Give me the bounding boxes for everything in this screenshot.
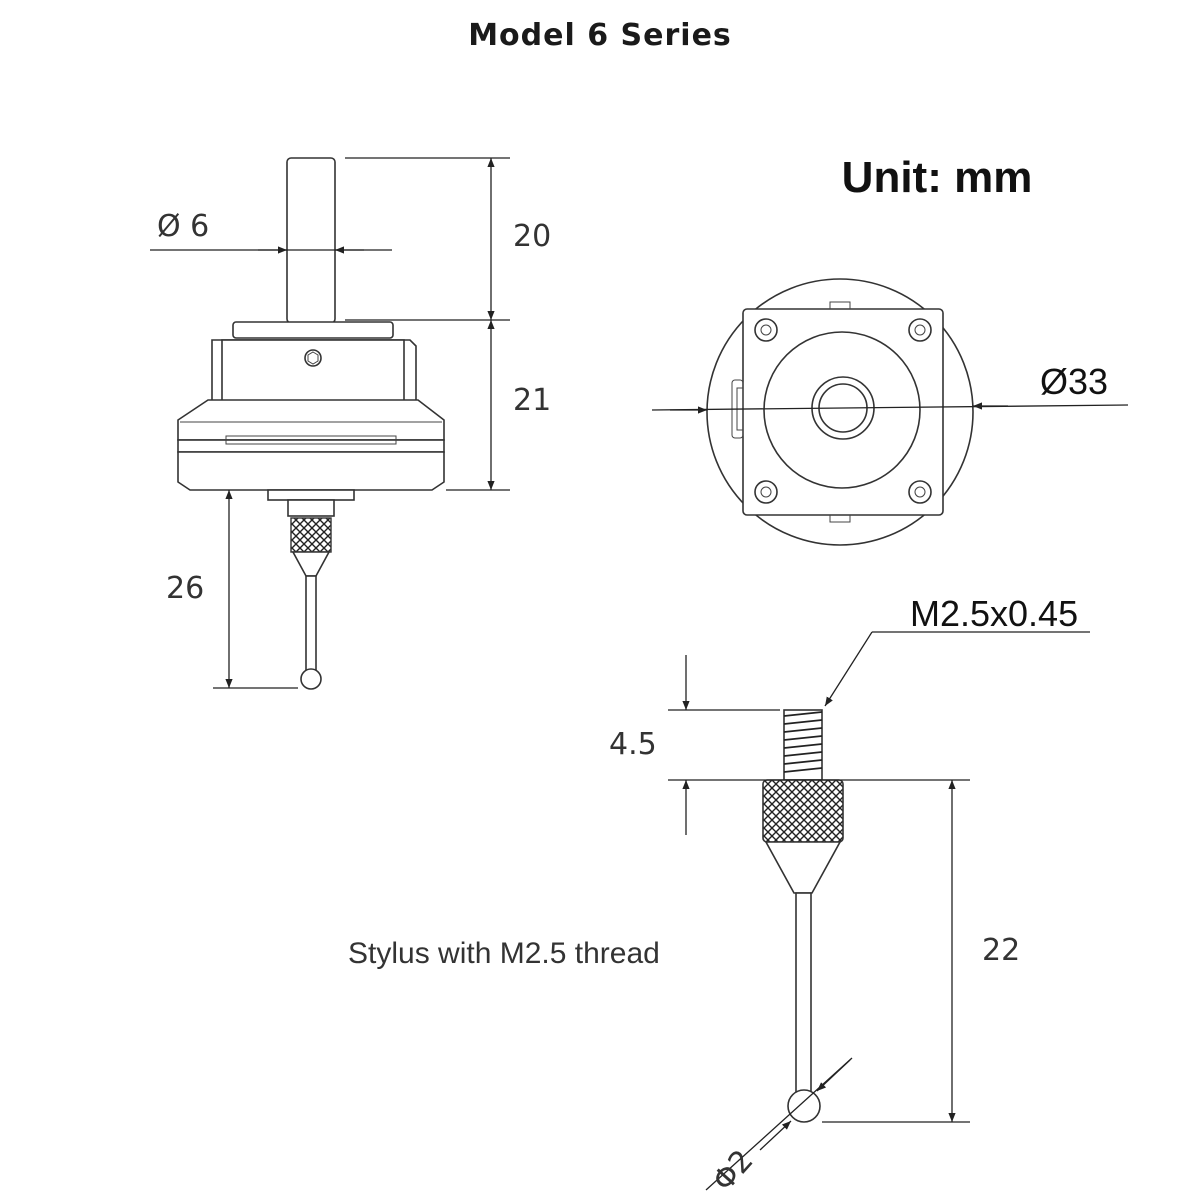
dim-thread-spec: M2.5x0.45	[910, 593, 1078, 634]
dim-body-diameter: Ø33	[1040, 361, 1108, 402]
body-flare	[177, 399, 445, 441]
shank	[286, 157, 336, 324]
stylus-detail-ball	[787, 1089, 821, 1123]
dim-thread-length: 4.5	[609, 727, 657, 762]
dim-body-height: 21	[513, 383, 551, 418]
stylus-ball	[300, 668, 322, 690]
stylus-mount	[267, 489, 355, 501]
stylus-detail-stem	[795, 892, 812, 1094]
side-view: Ø 6 20 21 26	[150, 157, 551, 690]
dim-shank-length: 20	[513, 219, 551, 254]
corner-screws	[754, 318, 932, 504]
stylus-detail: M2.5x0.45 4.5 22 Φ2 Stylus with M2.5 thr…	[348, 593, 1090, 1198]
knurled-body	[762, 779, 844, 843]
stylus-cone	[291, 551, 331, 577]
bottom-cap	[177, 451, 445, 491]
stylus-caption: Stylus with M2.5 thread	[348, 937, 660, 970]
top-view: Ø33	[651, 278, 1129, 546]
stylus-detail-cone	[764, 841, 842, 894]
stylus-stem	[305, 575, 317, 673]
knurled-holder	[290, 517, 332, 553]
page-title: Model 6 Series	[468, 18, 732, 53]
dim-stylus-installed: 26	[166, 571, 204, 606]
lower-body	[177, 439, 445, 453]
unit-label: Unit: mm	[842, 153, 1033, 202]
dim-ball-diameter: Φ2	[706, 1143, 761, 1198]
shank-collar	[232, 321, 394, 339]
dim-stylus-length: 22	[982, 933, 1020, 968]
thread-lines	[783, 711, 823, 773]
dim-shank-diameter: Ø 6	[157, 209, 209, 244]
